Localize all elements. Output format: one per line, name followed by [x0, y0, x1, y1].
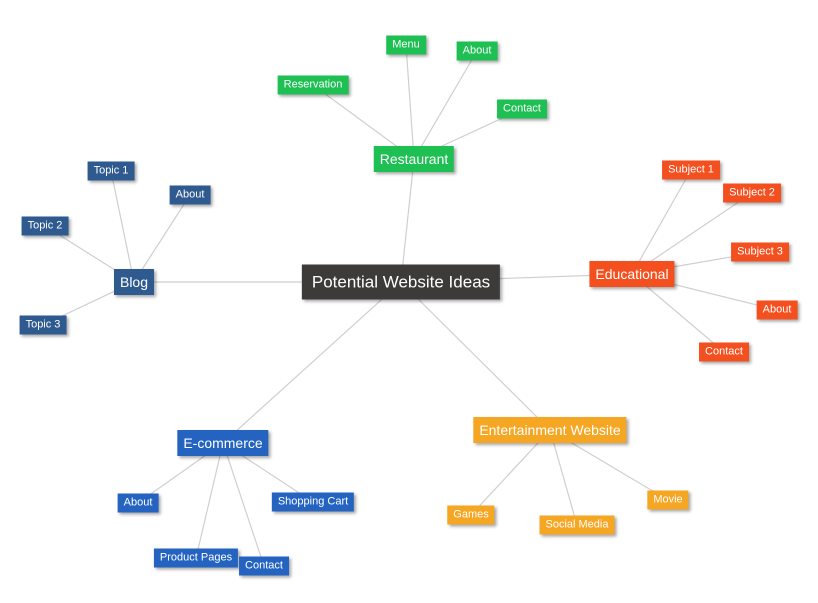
link-blog-about: [133, 194, 191, 283]
leaf-node-entertainment-games[interactable]: Games: [447, 505, 495, 525]
link-entertainment-social-media: [549, 429, 578, 526]
link-restaurant-about: [413, 50, 478, 160]
leaf-node-restaurant-contact-label: Contact: [503, 102, 541, 115]
leaf-node-blog-about-label: About: [175, 188, 205, 201]
leaf-node-ecommerce-contact[interactable]: Contact: [239, 556, 289, 576]
leaf-node-ecommerce-contact-label: Contact: [245, 559, 283, 572]
leaf-node-ecommerce-product-pages[interactable]: Product Pages: [153, 548, 239, 568]
branch-node-blog-label: Blog: [119, 274, 149, 290]
branch-node-restaurant-label: Restaurant: [379, 151, 449, 167]
leaf-node-blog-about[interactable]: About: [169, 185, 211, 205]
leaf-node-entertainment-social-media[interactable]: Social Media: [539, 515, 615, 535]
branch-node-blog[interactable]: Blog: [113, 269, 155, 295]
leaf-node-blog-topic-1[interactable]: Topic 1: [87, 161, 135, 181]
leaf-node-restaurant-reservation-label: Reservation: [283, 78, 343, 91]
leaf-node-ecommerce-about-label: About: [123, 496, 153, 509]
link-educational-subject-2: [631, 192, 753, 275]
link-ecommerce-contact: [222, 442, 265, 567]
leaf-node-entertainment-social-media-label: Social Media: [545, 518, 609, 531]
link-educational-subject-1: [631, 169, 692, 275]
leaf-node-blog-topic-3[interactable]: Topic 3: [19, 315, 67, 335]
leaf-node-educational-subject-3-label: Subject 3: [737, 245, 783, 258]
leaf-node-educational-about-label: About: [762, 303, 792, 316]
branch-node-restaurant[interactable]: Restaurant: [373, 146, 455, 172]
link-center-restaurant: [400, 158, 415, 283]
leaf-node-entertainment-games-label: Games: [453, 508, 489, 521]
leaf-node-ecommerce-shopping-cart[interactable]: Shopping Cart: [271, 492, 355, 512]
branch-node-ecommerce-label: E-commerce: [183, 435, 263, 451]
leaf-node-blog-topic-2-label: Topic 2: [27, 219, 63, 232]
link-blog-topic-1: [110, 170, 135, 283]
branch-node-entertainment-label: Entertainment Website: [479, 422, 621, 438]
central-topic-node[interactable]: Potential Website Ideas: [301, 264, 501, 300]
leaf-node-entertainment-movie-label: Movie: [653, 493, 683, 506]
link-center-entertainment: [400, 281, 551, 431]
leaf-node-restaurant-contact[interactable]: Contact: [497, 99, 547, 119]
leaf-node-entertainment-movie[interactable]: Movie: [647, 490, 689, 510]
leaf-node-educational-subject-3[interactable]: Subject 3: [731, 242, 789, 262]
leaf-node-ecommerce-about[interactable]: About: [117, 493, 159, 513]
link-entertainment-games: [470, 429, 551, 516]
leaf-node-restaurant-menu[interactable]: Menu: [386, 35, 426, 55]
leaf-node-educational-contact-label: Contact: [705, 345, 743, 358]
link-center-ecommerce: [222, 281, 402, 444]
branch-node-entertainment[interactable]: Entertainment Website: [473, 417, 627, 443]
leaf-node-educational-subject-2-label: Subject 2: [729, 186, 775, 199]
link-educational-contact: [631, 273, 725, 353]
central-topic-node-label: Potential Website Ideas: [311, 272, 491, 292]
leaf-node-blog-topic-3-label: Topic 3: [25, 318, 61, 331]
leaf-node-restaurant-reservation[interactable]: Reservation: [277, 75, 349, 95]
leaf-node-blog-topic-1-label: Topic 1: [93, 164, 129, 177]
leaf-node-ecommerce-product-pages-label: Product Pages: [159, 551, 233, 564]
branch-node-educational-label: Educational: [595, 266, 669, 282]
leaf-node-ecommerce-shopping-cart-label: Shopping Cart: [277, 495, 349, 508]
leaf-node-restaurant-menu-label: Menu: [392, 38, 420, 51]
branch-node-educational[interactable]: Educational: [589, 261, 675, 287]
leaf-node-educational-subject-2[interactable]: Subject 2: [723, 183, 781, 203]
leaf-node-educational-subject-1-label: Subject 1: [668, 163, 714, 176]
leaf-node-educational-subject-1[interactable]: Subject 1: [662, 160, 720, 180]
leaf-node-blog-topic-2[interactable]: Topic 2: [21, 216, 69, 236]
link-restaurant-menu: [405, 44, 415, 160]
branch-node-ecommerce[interactable]: E-commerce: [177, 430, 269, 456]
link-ecommerce-product-pages: [195, 442, 224, 559]
leaf-node-educational-contact[interactable]: Contact: [699, 342, 749, 362]
leaf-node-restaurant-about-label: About: [462, 44, 492, 57]
leaf-node-educational-about[interactable]: About: [756, 300, 798, 320]
leaf-node-restaurant-about[interactable]: About: [456, 41, 498, 61]
